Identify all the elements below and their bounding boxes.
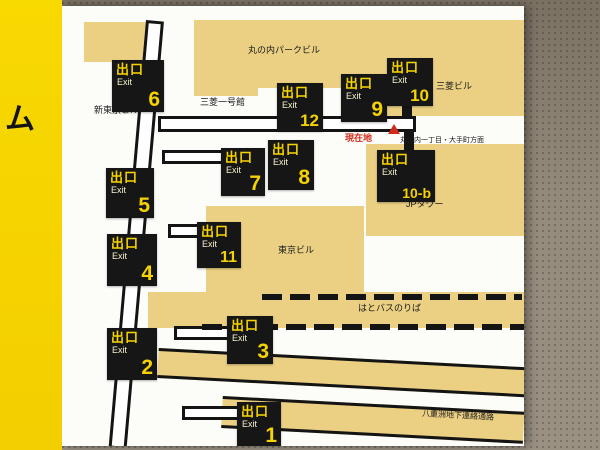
exit-number: 2 xyxy=(141,356,153,379)
exit-en: Exit xyxy=(226,165,242,175)
direction-label: 丸の内一丁目・大手町方面 xyxy=(400,137,484,144)
exit-kanji: 出口 xyxy=(345,76,374,91)
side-panel-partial-text: ム xyxy=(5,103,35,136)
exit-kanji: 出口 xyxy=(225,150,254,165)
exit-box-8: 出口 Exit 8 xyxy=(268,140,314,190)
exit-kanji: 出口 xyxy=(391,60,420,75)
label-mitsubishi-building: 三菱ビル xyxy=(436,81,473,91)
exit-en: Exit xyxy=(273,157,289,167)
exit-box-11: 出口 Exit 11 xyxy=(197,222,241,268)
exit-en: Exit xyxy=(232,333,248,343)
exit-kanji: 出口 xyxy=(241,404,270,419)
exit-kanji: 出口 xyxy=(110,170,139,185)
exit-box-10: 出口 Exit 10 xyxy=(387,58,433,106)
exit-number: 1 xyxy=(265,424,277,446)
exit-en: Exit xyxy=(346,91,362,101)
exit-kanji: 出口 xyxy=(201,224,230,239)
exit-box-7: 出口 Exit 7 xyxy=(221,148,265,196)
current-location-label: 現在地 xyxy=(345,133,373,143)
exit-en: Exit xyxy=(111,185,127,195)
exit-number: 5 xyxy=(138,194,150,217)
exit-number: 6 xyxy=(148,88,160,111)
exit-number: 9 xyxy=(371,98,383,121)
exit-kanji: 出口 xyxy=(111,330,140,345)
label-hato-bus-stop: はとバスのりば xyxy=(358,303,422,313)
exit-kanji: 出口 xyxy=(116,62,145,77)
exit-kanji: 出口 xyxy=(281,85,310,100)
exit-number: 12 xyxy=(300,111,319,130)
dashed-road-lower xyxy=(202,324,524,330)
exit-box-3: 出口 Exit 3 xyxy=(227,316,273,364)
sign-side-panel: ム xyxy=(0,0,62,450)
dashed-road-upper xyxy=(262,294,522,300)
exit-box-2: 出口 Exit 2 xyxy=(107,328,157,380)
exit-number: 3 xyxy=(257,340,269,363)
exit-kanji: 出口 xyxy=(111,236,140,251)
building-block-top-left xyxy=(84,22,150,62)
exit-map-panel: 丸の内パークビル 三菱ビル 新東京ビル 三菱一号館 JPタワー 東京ビル はとバ… xyxy=(62,6,524,446)
exit-en: Exit xyxy=(117,77,133,87)
exit-number: 10 xyxy=(410,86,429,105)
current-location-marker-icon xyxy=(388,124,400,134)
exit-box-5: 出口 Exit 5 xyxy=(106,168,154,218)
exit-box-9: 出口 Exit 9 xyxy=(341,74,387,122)
exit-number: 10-b xyxy=(402,185,431,201)
exit-en: Exit xyxy=(392,75,408,85)
connector-exit10b xyxy=(404,130,414,152)
exit-en: Exit xyxy=(112,345,128,355)
exit-en: Exit xyxy=(382,167,398,177)
label-mitsubishi-ichigokan: 三菱一号館 xyxy=(200,97,246,107)
exit-box-6: 出口 Exit 6 xyxy=(112,60,164,112)
road-diagonal-1 xyxy=(157,348,524,398)
exit-box-4: 出口 Exit 4 xyxy=(107,234,157,286)
exit-kanji: 出口 xyxy=(272,142,301,157)
exit-en: Exit xyxy=(242,419,258,429)
label-jp-tower: JPタワー xyxy=(406,199,444,209)
connector-exit10 xyxy=(402,102,412,118)
exit-box-12: 出口 Exit 12 xyxy=(277,83,323,131)
exit-kanji: 出口 xyxy=(381,152,410,167)
exit-box-10b: 出口 Exit 10-b xyxy=(377,150,435,202)
building-block-park xyxy=(250,20,350,88)
exit-box-1: 出口 Exit 1 xyxy=(237,402,281,446)
exit-en: Exit xyxy=(282,100,298,110)
exit-en: Exit xyxy=(202,239,218,249)
exit-number: 4 xyxy=(141,262,153,285)
exit-number: 11 xyxy=(220,249,237,266)
exit-en: Exit xyxy=(112,251,128,261)
label-tokyo-building: 東京ビル xyxy=(278,245,315,255)
label-marunouchi-park-building: 丸の内パークビル xyxy=(248,45,321,55)
exit-kanji: 出口 xyxy=(231,318,260,333)
exit-number: 7 xyxy=(249,172,261,195)
building-block-ichigokan xyxy=(194,20,258,96)
exit-number: 8 xyxy=(298,166,310,189)
